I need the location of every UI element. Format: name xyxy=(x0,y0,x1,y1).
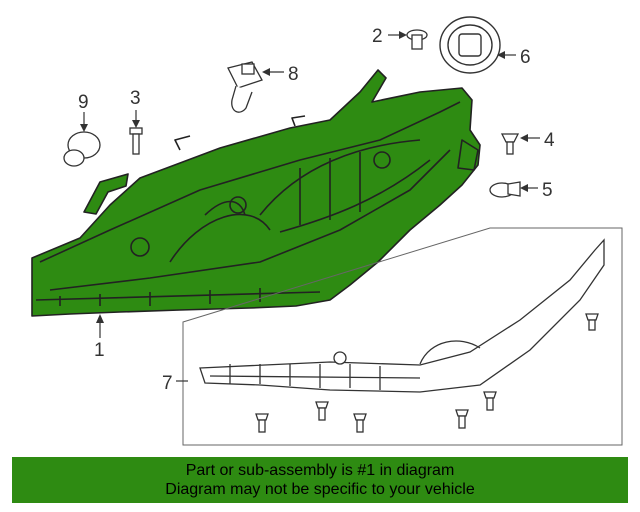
screw-part-2[interactable] xyxy=(406,29,428,50)
callout-arrow-5 xyxy=(520,184,528,192)
inset-box-part-7 xyxy=(182,227,623,446)
callout-number-6: 6 xyxy=(520,47,531,68)
callout-number-7: 7 xyxy=(162,373,173,394)
diagram-disclaimer-banner: Part or sub-assembly is #1 in diagram Di… xyxy=(12,457,628,503)
light-strip-part-7[interactable] xyxy=(199,238,605,393)
callout-number-3: 3 xyxy=(130,88,141,109)
cap-part-6[interactable] xyxy=(439,16,501,74)
callout-arrow-1 xyxy=(96,314,104,323)
callout-arrow-6 xyxy=(497,51,505,59)
socket-part-9[interactable] xyxy=(63,131,101,167)
callout-number-4: 4 xyxy=(544,130,555,151)
parts-diagram: 1 2 6 8 9 3 4 xyxy=(31,16,623,446)
fastener-set-part-7[interactable] xyxy=(255,313,599,433)
callout-arrow-3 xyxy=(132,120,140,128)
bolt-part-3[interactable] xyxy=(129,127,143,155)
callout-arrow-2 xyxy=(399,31,407,39)
clip-part-5[interactable] xyxy=(489,181,521,198)
callout-number-5: 5 xyxy=(542,180,553,201)
callout-arrow-8 xyxy=(262,68,270,76)
callout-number-2: 2 xyxy=(372,26,383,47)
callout-arrow-4 xyxy=(520,134,528,142)
callout-number-9: 9 xyxy=(78,92,89,113)
bulb-part-8[interactable] xyxy=(227,61,263,113)
callout-arrow-9 xyxy=(80,124,88,132)
banner-line-disclaimer: Diagram may not be specific to your vehi… xyxy=(165,481,475,498)
callout-number-1: 1 xyxy=(94,340,105,361)
headlamp-assembly[interactable] xyxy=(31,69,481,317)
callout-number-8: 8 xyxy=(288,64,299,85)
screw-part-4[interactable] xyxy=(500,133,520,155)
banner-line-part-reference: Part or sub-assembly is #1 in diagram xyxy=(185,462,455,479)
